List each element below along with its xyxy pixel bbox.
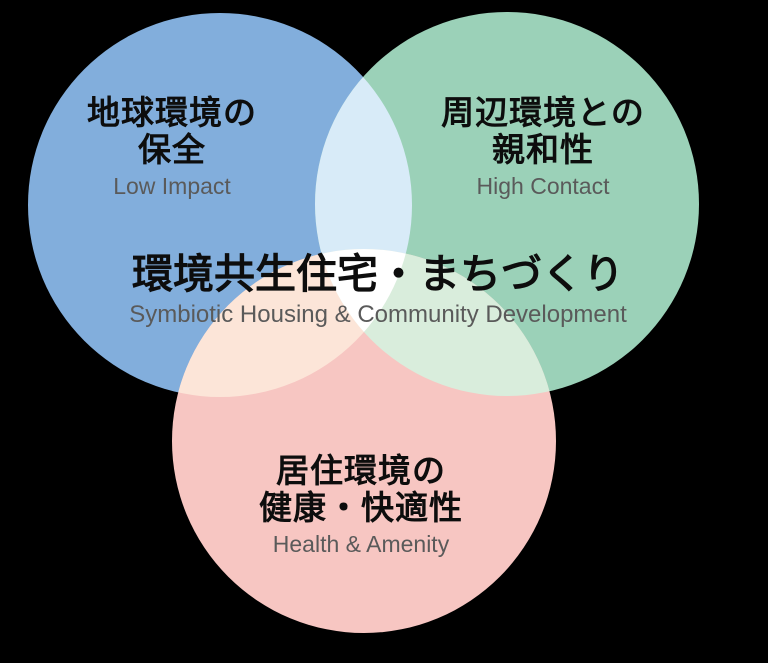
overlap-global-living [172,249,412,397]
overlap-surrounding-living [315,249,556,396]
